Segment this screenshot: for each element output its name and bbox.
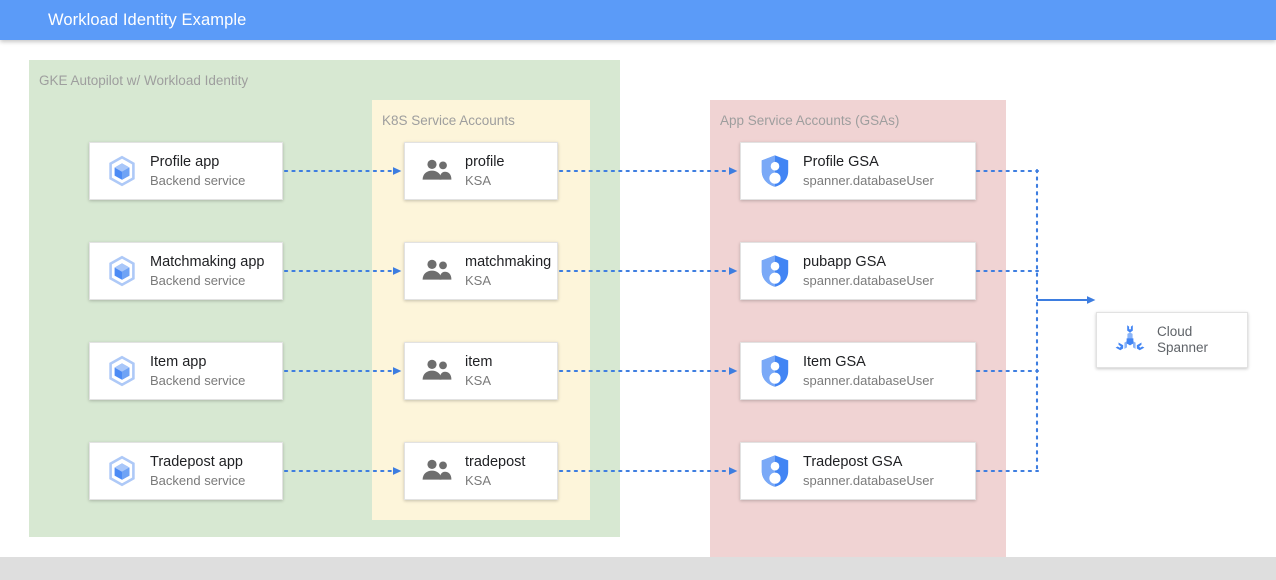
ksa-card-subtitle: KSA [465, 172, 492, 188]
app-card-title: Matchmaking app [150, 253, 265, 270]
ksa-card-text: item KSA [459, 353, 557, 389]
people-group-icon [415, 152, 459, 190]
ksa-card-subtitle: KSA [465, 372, 492, 388]
group-gsa-label: App Service Accounts (GSAs) [720, 113, 900, 128]
gsa-card-pubapp[interactable]: pubapp GSA spanner.databaseUser [740, 242, 976, 300]
app-card-text: Profile app Backend service [146, 153, 282, 189]
ksa-card-profile[interactable]: profile KSA [404, 142, 558, 200]
gsa-card-text: Profile GSA spanner.databaseUser [797, 153, 975, 189]
app-card-profile[interactable]: Profile app Backend service [89, 142, 283, 200]
ksa-card-text: profile KSA [459, 153, 557, 189]
app-card-subtitle: Backend service [150, 372, 246, 388]
ksa-card-item[interactable]: item KSA [404, 342, 558, 400]
app-card-tradepost[interactable]: Tradepost app Backend service [89, 442, 283, 500]
gsa-card-title: Profile GSA [803, 153, 879, 170]
app-card-subtitle: Backend service [150, 172, 246, 188]
iam-shield-person-icon [753, 451, 797, 491]
app-card-title: Profile app [150, 153, 220, 170]
ksa-card-text: tradepost KSA [459, 453, 557, 489]
group-ksa-label: K8S Service Accounts [382, 113, 515, 128]
people-group-icon [415, 452, 459, 490]
app-card-item[interactable]: Item app Backend service [89, 342, 283, 400]
cloud-spanner-icon [1107, 320, 1153, 360]
iam-shield-person-icon [753, 151, 797, 191]
gke-cube-icon [98, 251, 146, 291]
people-group-icon [415, 352, 459, 390]
gsa-card-title: pubapp GSA [803, 253, 887, 270]
diagram-canvas: GKE Autopilot w/ Workload Identity K8S S… [0, 40, 1276, 557]
app-card-subtitle: Backend service [150, 472, 246, 488]
cloud-spanner-node[interactable]: Cloud Spanner [1096, 312, 1248, 368]
gsa-card-subtitle: spanner.databaseUser [803, 372, 934, 388]
iam-shield-person-icon [753, 251, 797, 291]
app-title-bar: Workload Identity Example [0, 0, 1276, 40]
app-title: Workload Identity Example [48, 11, 247, 29]
app-card-title: Item app [150, 353, 207, 370]
ksa-card-tradepost[interactable]: tradepost KSA [404, 442, 558, 500]
cloud-spanner-title-line2: Spanner [1157, 340, 1209, 355]
ksa-card-title: profile [465, 153, 505, 170]
iam-shield-person-icon [753, 351, 797, 391]
people-group-icon [415, 252, 459, 290]
gke-cube-icon [98, 451, 146, 491]
gsa-card-subtitle: spanner.databaseUser [803, 472, 934, 488]
gsa-card-profile[interactable]: Profile GSA spanner.databaseUser [740, 142, 976, 200]
cloud-spanner-title-line1: Cloud [1157, 323, 1193, 339]
app-card-matchmaking[interactable]: Matchmaking app Backend service [89, 242, 283, 300]
gsa-card-tradepost[interactable]: Tradepost GSA spanner.databaseUser [740, 442, 976, 500]
app-card-text: Item app Backend service [146, 353, 282, 389]
gsa-card-title: Item GSA [803, 353, 866, 370]
cloud-spanner-text: Cloud Spanner [1153, 324, 1247, 356]
ksa-card-title: tradepost [465, 453, 526, 470]
gsa-card-text: pubapp GSA spanner.databaseUser [797, 253, 975, 289]
ksa-card-matchmaking[interactable]: matchmaking KSA [404, 242, 558, 300]
gsa-card-title: Tradepost GSA [803, 453, 903, 470]
app-card-text: Tradepost app Backend service [146, 453, 282, 489]
gsa-card-item[interactable]: Item GSA spanner.databaseUser [740, 342, 976, 400]
gsa-card-subtitle: spanner.databaseUser [803, 172, 934, 188]
gsa-card-subtitle: spanner.databaseUser [803, 272, 934, 288]
app-card-title: Tradepost app [150, 453, 243, 470]
app-card-subtitle: Backend service [150, 272, 246, 288]
gsa-card-text: Tradepost GSA spanner.databaseUser [797, 453, 975, 489]
ksa-card-subtitle: KSA [465, 472, 492, 488]
ksa-card-title: matchmaking [465, 253, 552, 270]
bottom-strip [0, 557, 1276, 580]
ksa-card-text: matchmaking KSA [459, 253, 557, 289]
gke-cube-icon [98, 151, 146, 191]
group-gke-label: GKE Autopilot w/ Workload Identity [39, 73, 249, 88]
ksa-card-subtitle: KSA [465, 272, 492, 288]
gke-cube-icon [98, 351, 146, 391]
ksa-card-title: item [465, 353, 493, 370]
app-card-text: Matchmaking app Backend service [146, 253, 282, 289]
gsa-card-text: Item GSA spanner.databaseUser [797, 353, 975, 389]
